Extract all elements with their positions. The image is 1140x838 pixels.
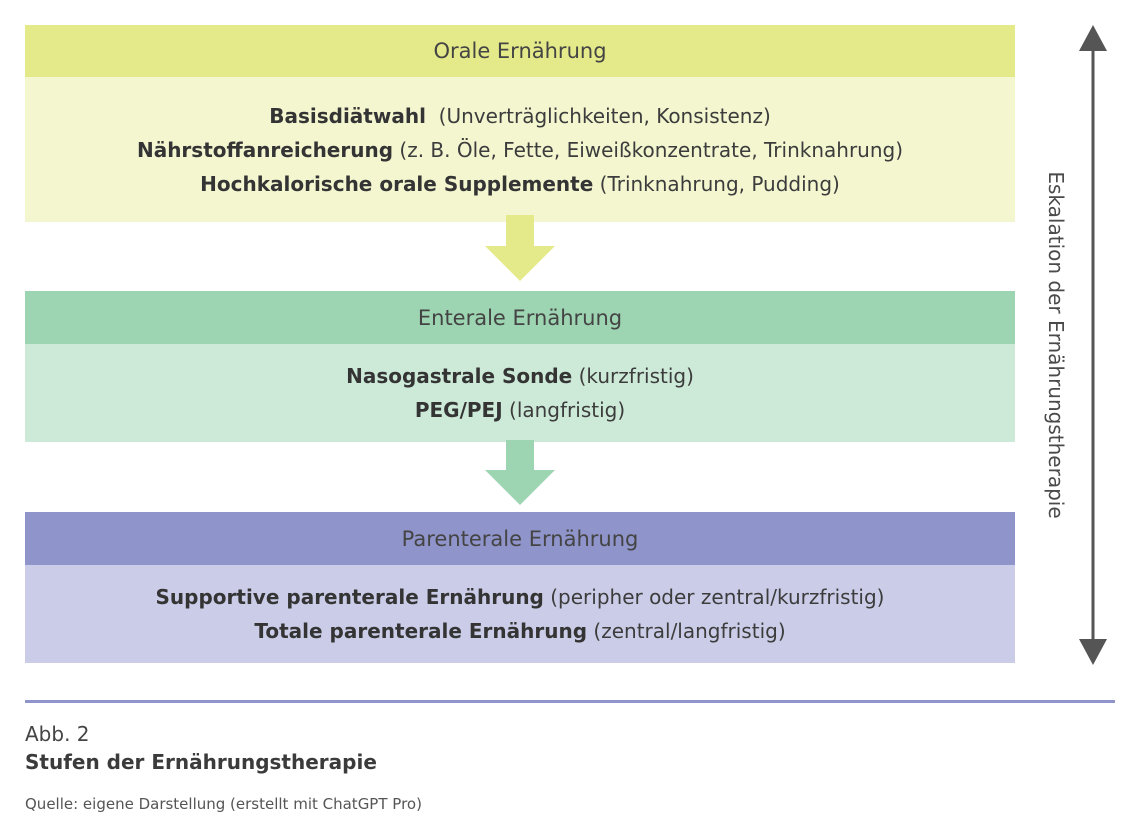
line-bold: Supportive parenterale Ernährung: [155, 585, 544, 609]
line-rest: (langfristig): [509, 398, 626, 422]
line-bold: Totale parenterale Ernährung: [254, 619, 588, 643]
escalation-label-text: Eskalation der Ernährungstherapie: [1044, 171, 1068, 519]
stage-line: Nasogastrale Sonde (kurzfristig): [346, 364, 694, 388]
stage-enteral-nutrition: Enterale Ernährung Nasogastrale Sonde (k…: [25, 291, 1015, 442]
stage-oral-nutrition: Orale Ernährung Basisdiätwahl (Unverträg…: [25, 25, 1015, 222]
line-bold: Hochkalorische orale Supplemente: [200, 171, 594, 196]
stage-line: Basisdiätwahl (Unverträglichkeiten, Kons…: [269, 104, 771, 128]
line-bold: Nasogastrale Sonde: [346, 364, 573, 388]
stage-title: Orale Ernährung: [25, 25, 1015, 77]
figure-source: Quelle: eigene Darstellung (erstellt mit…: [25, 795, 422, 813]
double-headed-arrow-icon: [1079, 25, 1107, 665]
line-rest: (Unverträglichkeiten, Konsistenz): [438, 103, 771, 128]
line-rest: (Trinknahrung, Pudding): [599, 171, 840, 196]
stage-parenteral-nutrition: Parenterale Ernährung Supportive parente…: [25, 512, 1015, 663]
caption-divider: [25, 700, 1115, 703]
line-rest: (peripher oder zentral/kurzfristig): [550, 585, 885, 609]
line-bold: Basisdiätwahl: [269, 103, 426, 128]
arrow-down-icon: [485, 215, 555, 281]
stage-line: PEG/PEJ (langfristig): [415, 398, 625, 422]
stage-line: Nährstoffanreicherung (z. B. Öle, Fette,…: [137, 138, 903, 162]
stage-title: Parenterale Ernährung: [25, 512, 1015, 565]
stage-line: Supportive parenterale Ernährung (periph…: [156, 585, 885, 609]
stage-body: Supportive parenterale Ernährung (periph…: [25, 565, 1015, 663]
arrow-down-icon: [485, 440, 555, 505]
line-bold: Nährstoffanreicherung: [136, 137, 394, 162]
line-bold: PEG/PEJ: [414, 398, 503, 422]
stage-body: Nasogastrale Sonde (kurzfristig) PEG/PEJ…: [25, 344, 1015, 442]
line-rest: (z. B. Öle, Fette, Eiweißkonzentrate, Tr…: [399, 137, 904, 162]
stage-line: Totale parenterale Ernährung (zentral/la…: [254, 619, 785, 643]
figure-number: Abb. 2: [25, 722, 90, 746]
figure-title: Stufen der Ernährungstherapie: [25, 750, 377, 774]
line-rest: (kurzfristig): [578, 364, 694, 388]
line-rest: (zentral/langfristig): [593, 619, 786, 643]
stage-line: Hochkalorische orale Supplemente (Trinkn…: [200, 172, 840, 196]
stage-title: Enterale Ernährung: [25, 291, 1015, 344]
stage-body: Basisdiätwahl (Unverträglichkeiten, Kons…: [25, 77, 1015, 222]
